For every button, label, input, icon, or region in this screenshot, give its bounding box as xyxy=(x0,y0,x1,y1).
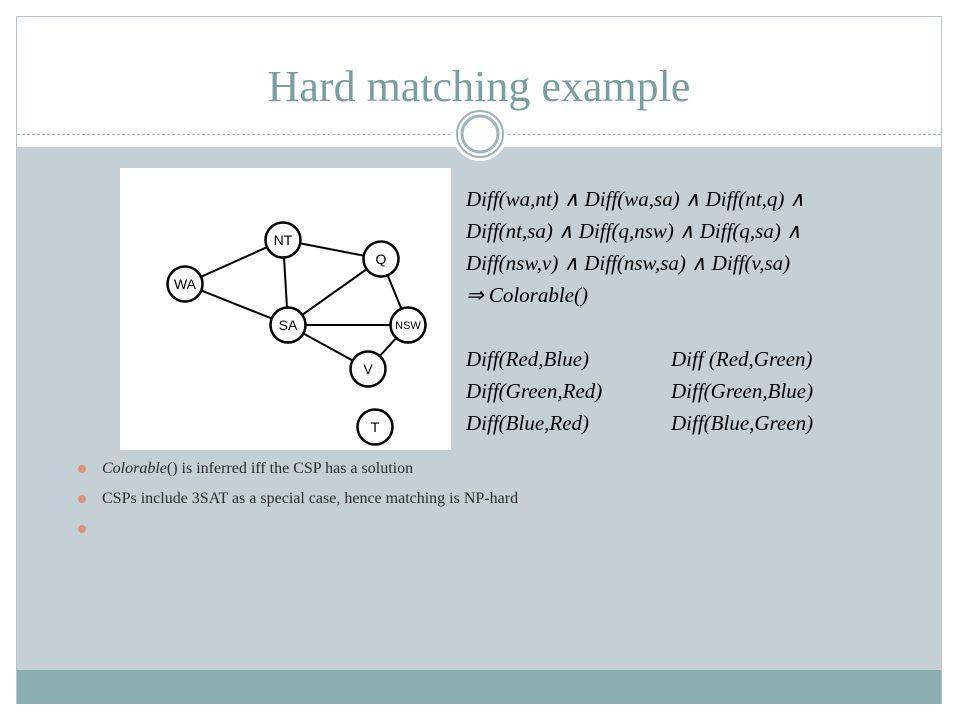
bullet-item xyxy=(78,516,938,546)
graph-node-wa: WA xyxy=(166,265,204,303)
footer-bar xyxy=(17,670,941,704)
constraint-graph-panel: WA NT Q SA NSW V T xyxy=(120,168,451,450)
node-label-q: Q xyxy=(376,251,387,267)
formula-line: Diff(wa,nt) ∧ Diff(wa,sa) ∧ Diff(nt,q) ∧ xyxy=(466,187,805,211)
graph-node-v: V xyxy=(349,350,387,388)
bullet-item: CSPs include 3SAT as a special case, hen… xyxy=(78,486,938,516)
bullet-italic: Colorable xyxy=(102,460,167,477)
fact-cell: Diff(Red,Blue) xyxy=(466,347,590,371)
bullet-dot-icon xyxy=(78,495,86,503)
bullet-dot-icon xyxy=(78,465,86,473)
edge-q-sa xyxy=(287,258,382,326)
fact-cell: Diff(Green,Blue) xyxy=(671,379,814,403)
bullet-list: Colorable() is inferred iff the CSP has … xyxy=(78,456,938,546)
constraint-graph: WA NT Q SA NSW V T xyxy=(166,221,427,446)
bullet-text: CSPs include 3SAT as a special case, hen… xyxy=(102,490,519,507)
fact-row: Diff(Blue,Red) Diff(Blue,Green) xyxy=(466,407,946,439)
fact-cell: Diff (Red,Green) xyxy=(671,347,813,371)
bullet-text: () is inferred iff the CSP has a solutio… xyxy=(166,460,414,477)
fact-cell: Diff(Blue,Red) xyxy=(466,411,590,435)
graph-node-sa: SA xyxy=(269,306,307,344)
node-label-sa: SA xyxy=(279,317,298,333)
node-label-nsw: NSW xyxy=(395,320,421,332)
slide-title: Hard matching example xyxy=(267,62,691,111)
graph-node-nt: NT xyxy=(264,221,302,259)
formula-line: Diff(nt,sa) ∧ Diff(q,nsw) ∧ Diff(q,sa) ∧ xyxy=(466,219,802,243)
fact-cell: Diff(Green,Red) xyxy=(466,379,603,403)
formula-spacer xyxy=(466,311,946,343)
fact-cell: Diff(Blue,Green) xyxy=(671,411,814,435)
bullet-item: Colorable() is inferred iff the CSP has … xyxy=(78,456,938,486)
fact-row: Diff(Green,Red) Diff(Green,Blue) xyxy=(466,375,946,407)
bullet-dot-icon xyxy=(78,525,86,533)
graph-node-t: T xyxy=(356,408,394,446)
formula-conclusion: ⇒ Colorable() xyxy=(466,283,589,307)
graph-node-nsw: NSW xyxy=(389,306,427,344)
circle-ornament-icon xyxy=(453,107,507,161)
formula-line: Diff(nsw,v) ∧ Diff(nsw,sa) ∧ Diff(v,sa) xyxy=(466,251,791,275)
fact-row: Diff(Red,Blue) Diff (Red,Green) xyxy=(466,343,946,375)
node-label-v: V xyxy=(363,361,373,377)
constraint-formula: Diff(wa,nt) ∧ Diff(wa,sa) ∧ Diff(nt,q) ∧… xyxy=(466,183,946,439)
node-label-nt: NT xyxy=(274,232,293,248)
node-label-t: T xyxy=(371,419,380,435)
graph-node-q: Q xyxy=(362,240,400,278)
node-label-wa: WA xyxy=(174,276,197,292)
